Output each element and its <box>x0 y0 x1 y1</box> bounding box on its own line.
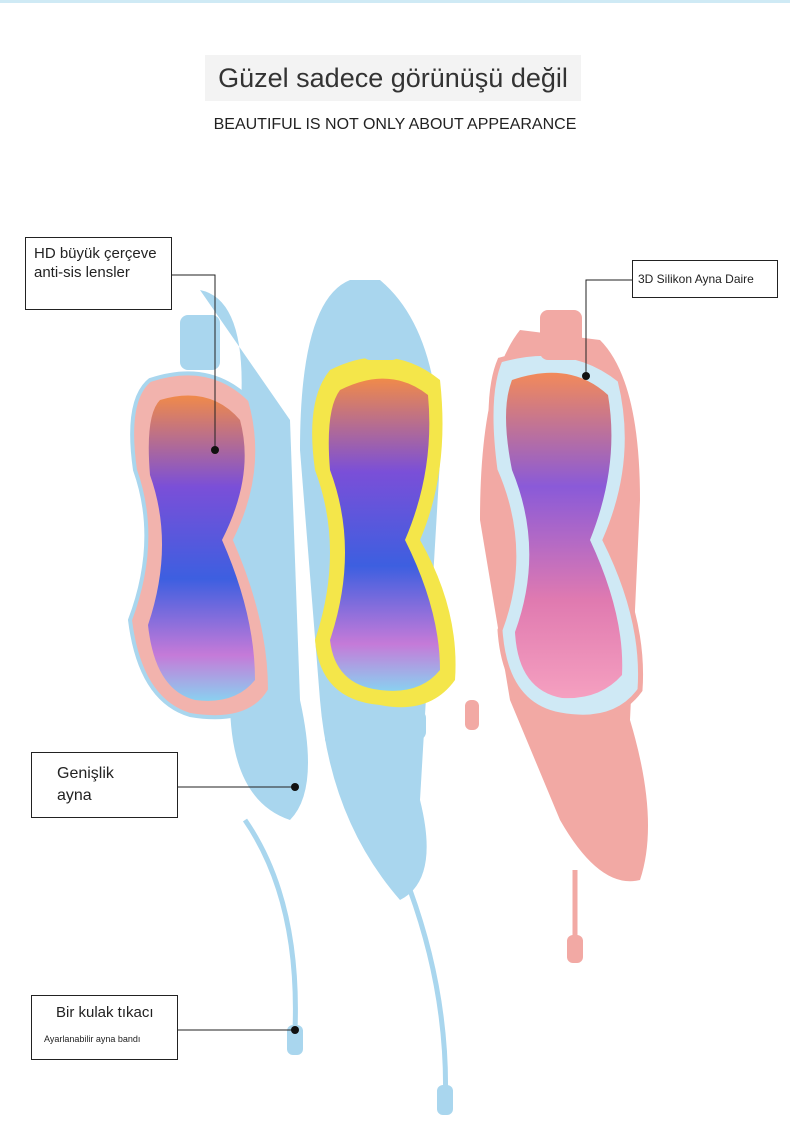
callout-lens-label: HD büyük çerçeve anti-sis lensler <box>34 245 157 281</box>
goggle-middle-clip <box>362 315 400 360</box>
callout-width-label: Genişlik ayna <box>57 765 114 804</box>
callout-dot <box>291 1026 299 1034</box>
page-title: Güzel sadece görünüşü değil <box>205 55 581 101</box>
goggle-right-lens <box>506 372 623 699</box>
callout-dot <box>291 783 299 791</box>
page-subtitle: BEAUTIFUL IS NOT ONLY ABOUT APPEARANCE <box>213 116 577 133</box>
goggle-right-clip <box>540 310 582 360</box>
earplugs-pink <box>465 700 583 963</box>
callout-lens: HD büyük çerçeve anti-sis lensler <box>25 237 172 310</box>
cord-left <box>242 818 298 1031</box>
goggle-left-lens <box>148 395 255 701</box>
leader-lines <box>172 274 632 1031</box>
goggle-middle-clip-bottom <box>390 710 426 740</box>
callout-width: Genişlik ayna <box>31 752 178 818</box>
callout-silicone: 3D Silikon Ayna Daire <box>632 260 778 298</box>
callout-strap-label: Ayarlanabilir ayna bandı <box>44 1034 141 1044</box>
top-divider <box>0 0 790 3</box>
strap-blue-left <box>200 290 308 820</box>
callout-dot <box>211 446 219 454</box>
callout-earplug: Bir kulak tıkacı Ayarlanabilir ayna band… <box>31 995 178 1060</box>
goggle-middle-lens <box>328 378 440 691</box>
goggle-left-clip <box>180 315 220 370</box>
cord-middle <box>407 889 449 1111</box>
earplugs-blue <box>287 715 453 1115</box>
callout-dot <box>582 372 590 380</box>
callout-silicone-label: 3D Silikon Ayna Daire <box>638 272 754 286</box>
callout-earplug-label: Bir kulak tıkacı <box>56 1004 154 1021</box>
